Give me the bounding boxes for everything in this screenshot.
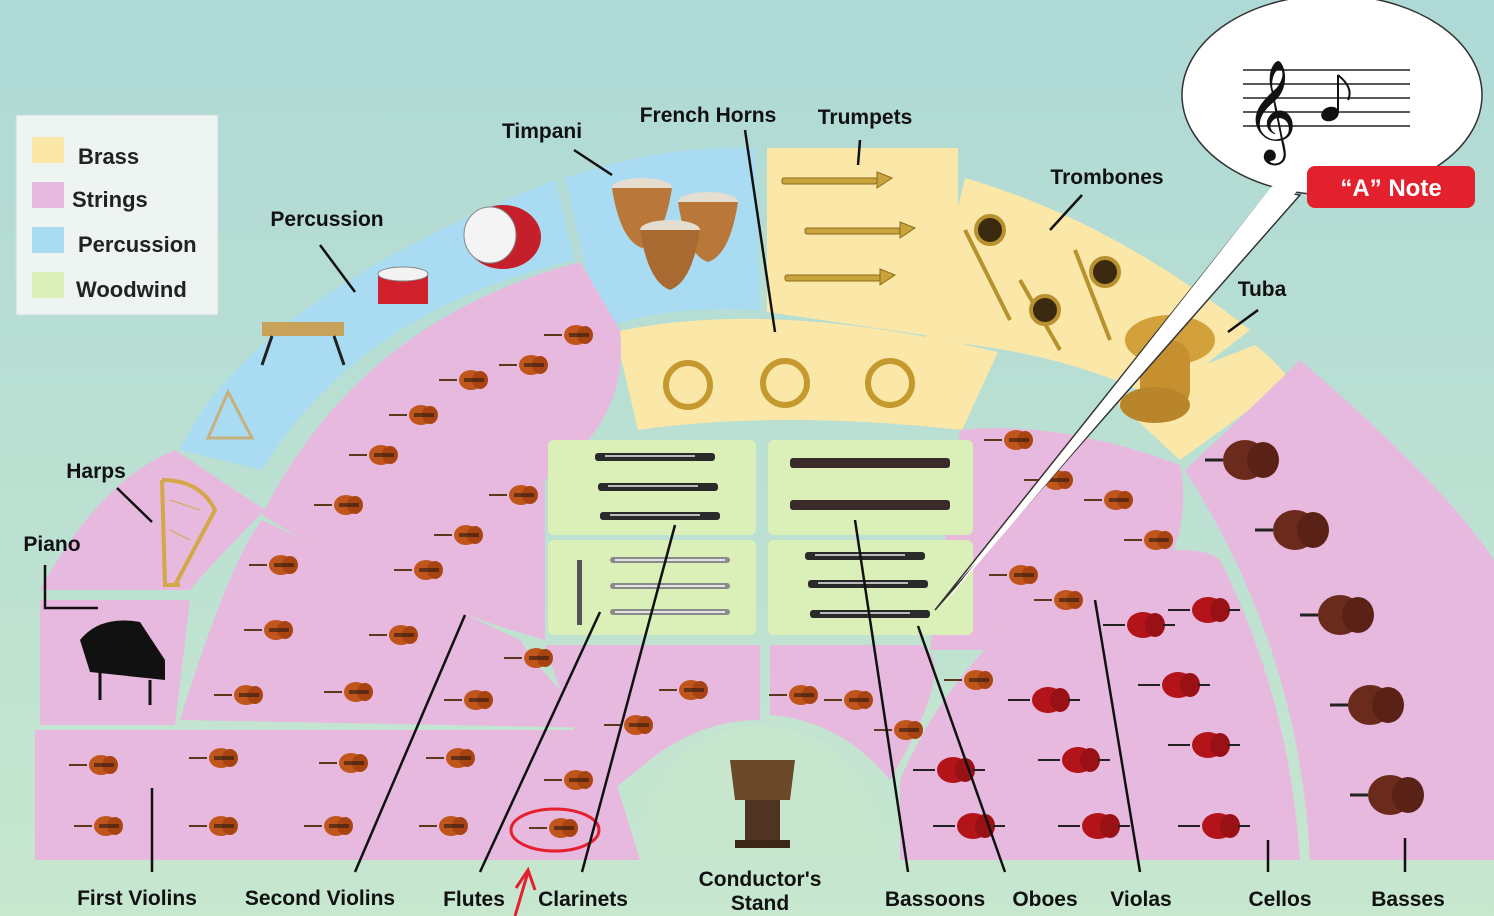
conductor-label-line1: Conductor's xyxy=(699,868,822,891)
bassoons-label: Bassoons xyxy=(885,888,985,911)
trombones-label: Trombones xyxy=(1050,166,1163,189)
legend-brass-label: Brass xyxy=(78,144,139,169)
trumpets-section xyxy=(767,148,958,340)
legend-brass-swatch xyxy=(32,137,64,163)
legend-woodwind-label: Woodwind xyxy=(76,277,187,302)
timpani-label: Timpani xyxy=(502,120,582,143)
harps-label: Harps xyxy=(66,460,126,483)
legend-strings-label: Strings xyxy=(72,187,148,212)
legend: Brass Strings Percussion Woodwind xyxy=(16,115,218,315)
flutes-label: Flutes xyxy=(443,888,505,911)
first-violins-section xyxy=(35,730,640,860)
conductor-label-line2: Stand xyxy=(731,892,789,915)
oboes-label: Oboes xyxy=(1012,888,1077,911)
legend-woodwind-swatch xyxy=(32,272,64,298)
legend-percussion-swatch xyxy=(32,227,64,253)
second-violins-label: Second Violins xyxy=(245,887,395,910)
first-violins-label: First Violins xyxy=(77,887,197,910)
clarinets-label: Clarinets xyxy=(538,888,628,911)
violas-label: Violas xyxy=(1110,888,1171,911)
french-horns-label: French Horns xyxy=(640,104,777,127)
piano-label: Piano xyxy=(23,533,80,556)
legend-percussion-label: Percussion xyxy=(78,232,197,257)
legend-strings-swatch xyxy=(32,182,64,208)
percussion-label: Percussion xyxy=(270,208,383,231)
a-note-label: “A” Note xyxy=(1340,175,1441,202)
cellos-label: Cellos xyxy=(1248,888,1311,911)
basses-label: Basses xyxy=(1371,888,1445,911)
trumpets-label: Trumpets xyxy=(818,106,913,129)
bassoons-section xyxy=(768,440,973,535)
tuba-label: Tuba xyxy=(1238,278,1287,301)
treble-clef-icon: 𝄞 xyxy=(1245,58,1297,166)
